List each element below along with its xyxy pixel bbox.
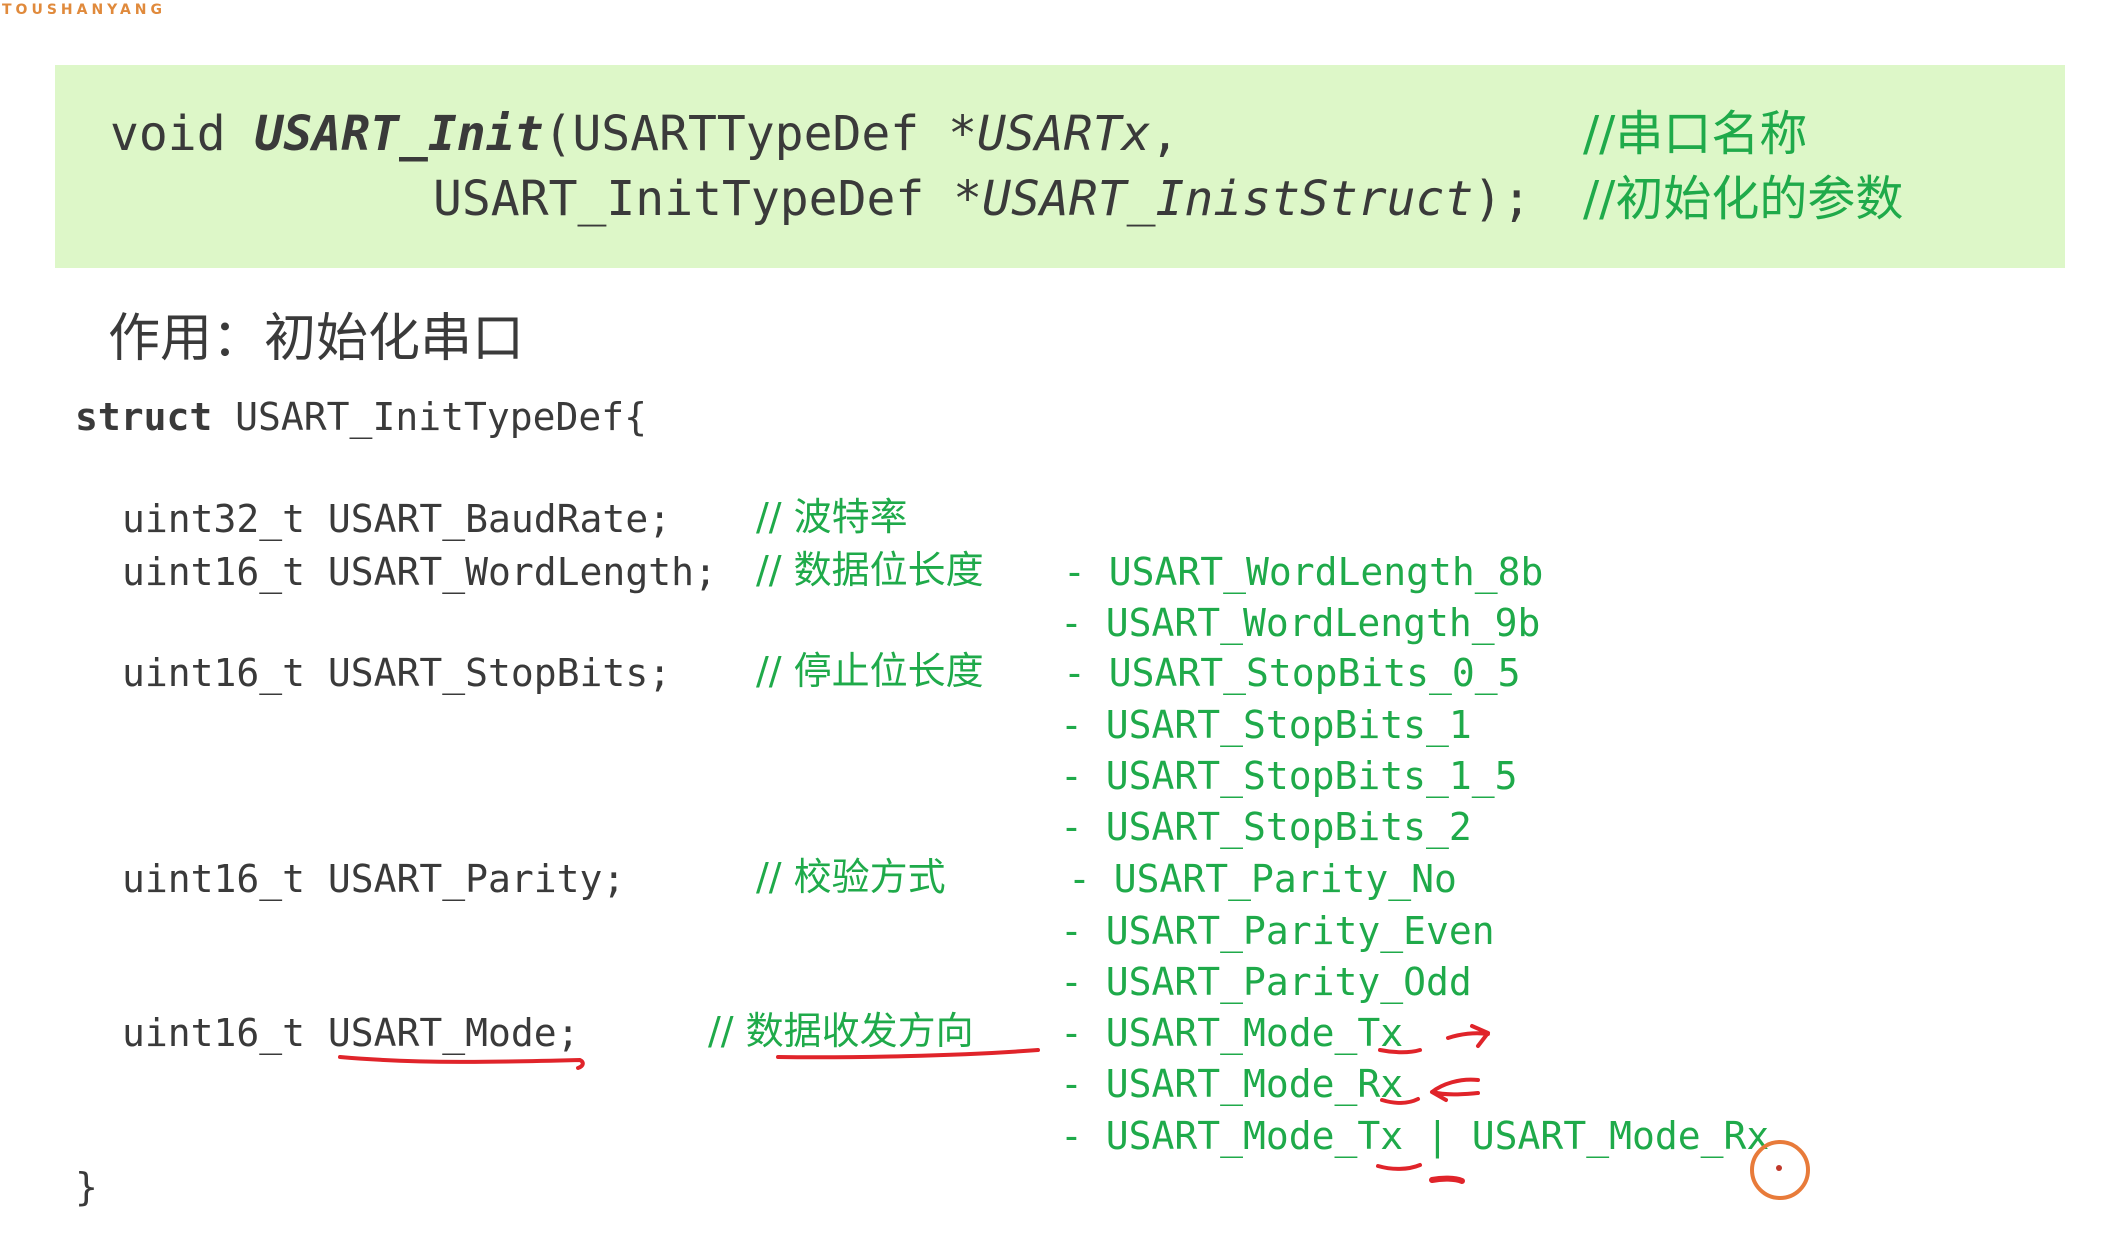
option-mode-tx-rx: - USART_Mode_Tx | USART_Mode_Rx xyxy=(1060,1114,1770,1158)
option-stopbits-1: - USART_StopBits_1 xyxy=(1060,703,1472,747)
purpose-heading: 作用：初始化串口 xyxy=(108,309,525,369)
option-mode-tx: - USART_Mode_Tx xyxy=(1060,1011,1404,1055)
arrow-right-icon xyxy=(1446,1024,1490,1048)
pointer-star-2: * xyxy=(924,171,983,227)
field-decl-parity: uint16_t USART_Parity; xyxy=(122,857,626,901)
open-paren: ( xyxy=(543,106,573,162)
signature-line-2: USART_InitTypeDef *USART_InistStruct); xyxy=(433,175,1531,223)
field-decl-wordlength: uint16_t USART_WordLength; xyxy=(122,550,717,594)
option-parity-odd: - USART_Parity_Odd xyxy=(1060,960,1472,1004)
pointer-star-1: * xyxy=(919,106,977,162)
struct-closing-brace: } xyxy=(75,1165,98,1209)
option-wordlength-9b: - USART_WordLength_9b xyxy=(1060,601,1541,645)
param-name-2: USART_InistStruct xyxy=(982,171,1474,227)
function-signature-banner xyxy=(55,65,2065,268)
option-parity-even: - USART_Parity_Even xyxy=(1060,909,1495,953)
field-decl-stopbits: uint16_t USART_StopBits; xyxy=(122,651,672,695)
close-paren: ); xyxy=(1473,171,1532,227)
param-name-1: USARTx xyxy=(976,106,1151,162)
function-name: USART_Init xyxy=(254,106,544,162)
struct-header: struct USART_InitTypeDef{ xyxy=(75,398,647,436)
arrow-left-icon xyxy=(1430,1077,1480,1102)
field-comment-parity: // 校验方式 xyxy=(756,855,946,899)
watermark: TOUSHANYANG xyxy=(2,2,167,18)
signature-line-1: void USART_Init(USARTTypeDef *USARTx, xyxy=(110,110,1179,158)
struct-name: USART_InitTypeDef{ xyxy=(235,395,647,439)
option-mode-rx: - USART_Mode_Rx xyxy=(1060,1062,1404,1106)
field-comment-baudrate: // 波特率 xyxy=(756,495,908,539)
field-comment-wordlength: // 数据位长度 xyxy=(756,548,984,592)
option-wordlength-8b: - USART_WordLength_8b xyxy=(1063,550,1544,594)
field-decl-mode: uint16_t USART_Mode; xyxy=(122,1011,580,1055)
cursor-dot-icon xyxy=(1776,1165,1782,1171)
option-parity-no: - USART_Parity_No xyxy=(1068,857,1457,901)
comment-init-params: //初始化的参数 xyxy=(1583,171,1904,227)
field-comment-mode: // 数据收发方向 xyxy=(708,1009,974,1053)
comma: , xyxy=(1150,106,1180,162)
struct-keyword: struct xyxy=(75,395,213,439)
option-stopbits-2: - USART_StopBits_2 xyxy=(1060,805,1472,849)
field-comment-stopbits: // 停止位长度 xyxy=(756,649,984,693)
field-decl-baudrate: uint32_t USART_BaudRate; xyxy=(122,497,672,541)
pipe-marker xyxy=(1429,1175,1465,1184)
option-stopbits-1-5: - USART_StopBits_1_5 xyxy=(1060,754,1518,798)
return-type: void xyxy=(110,106,226,162)
param-type-1: USARTTypeDef xyxy=(572,106,920,162)
option-stopbits-0-5: - USART_StopBits_0_5 xyxy=(1063,651,1521,695)
comment-port-name: //串口名称 xyxy=(1583,106,1808,162)
underline-usart-mode xyxy=(338,1055,585,1070)
param-type-2: USART_InitTypeDef xyxy=(433,171,925,227)
underline-tx-combined xyxy=(1376,1163,1422,1171)
